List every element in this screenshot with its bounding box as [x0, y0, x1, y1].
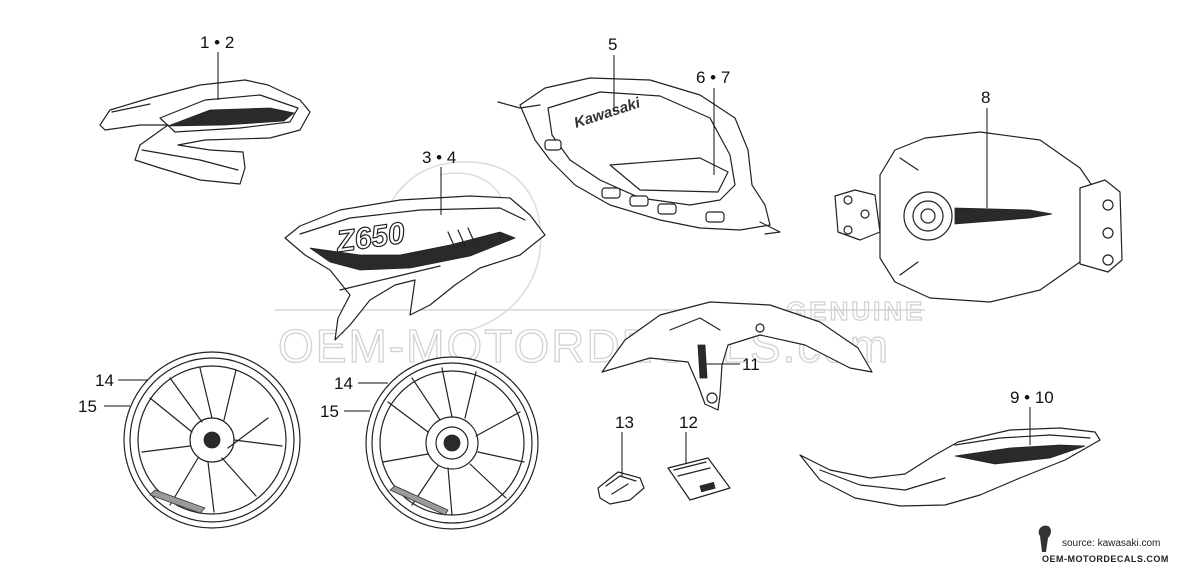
callout-12[interactable]: 12: [679, 413, 698, 432]
part-tank-shroud[interactable]: Z650: [284, 195, 546, 341]
watermark: GENUINE OEM-MOTORDECALS.com: [275, 161, 925, 373]
callout-1-2[interactable]: 1 • 2: [200, 33, 234, 52]
part-rear-wheel[interactable]: [365, 356, 539, 530]
callout-8[interactable]: 8: [981, 88, 990, 107]
part-front-fender[interactable]: [601, 301, 873, 411]
callout-11[interactable]: 11: [742, 355, 760, 374]
callout-5[interactable]: 5: [608, 35, 617, 54]
part-tail-cowl[interactable]: [799, 427, 1101, 507]
callout-15b[interactable]: 15: [320, 402, 339, 421]
callout-6-7[interactable]: 6 • 7: [696, 68, 730, 87]
callout-3-4[interactable]: 3 • 4: [422, 148, 456, 167]
part-headlight-cowl[interactable]: [99, 79, 311, 185]
part-fuel-tank-side[interactable]: Kawasaki: [497, 77, 781, 235]
callout-15a[interactable]: 15: [78, 397, 97, 416]
watermark-emblem: [379, 161, 542, 331]
part-front-wheel[interactable]: [123, 351, 301, 529]
source-logo-icon: [1038, 525, 1051, 552]
callout-14b[interactable]: 14: [334, 374, 353, 393]
part-clip-13[interactable]: [597, 471, 645, 505]
source-text: source: kawasaki.com: [1062, 538, 1160, 549]
source-credit: source: kawasaki.com OEM-MOTORDECALS.COM: [1038, 525, 1169, 564]
source-site[interactable]: OEM-MOTORDECALS.COM: [1042, 554, 1169, 564]
callout-9-10[interactable]: 9 • 10: [1010, 388, 1054, 407]
callout-13[interactable]: 13: [615, 413, 634, 432]
part-label-12[interactable]: [667, 457, 731, 501]
callout-14a[interactable]: 14: [95, 371, 114, 390]
part-fuel-tank-top[interactable]: [834, 131, 1123, 303]
